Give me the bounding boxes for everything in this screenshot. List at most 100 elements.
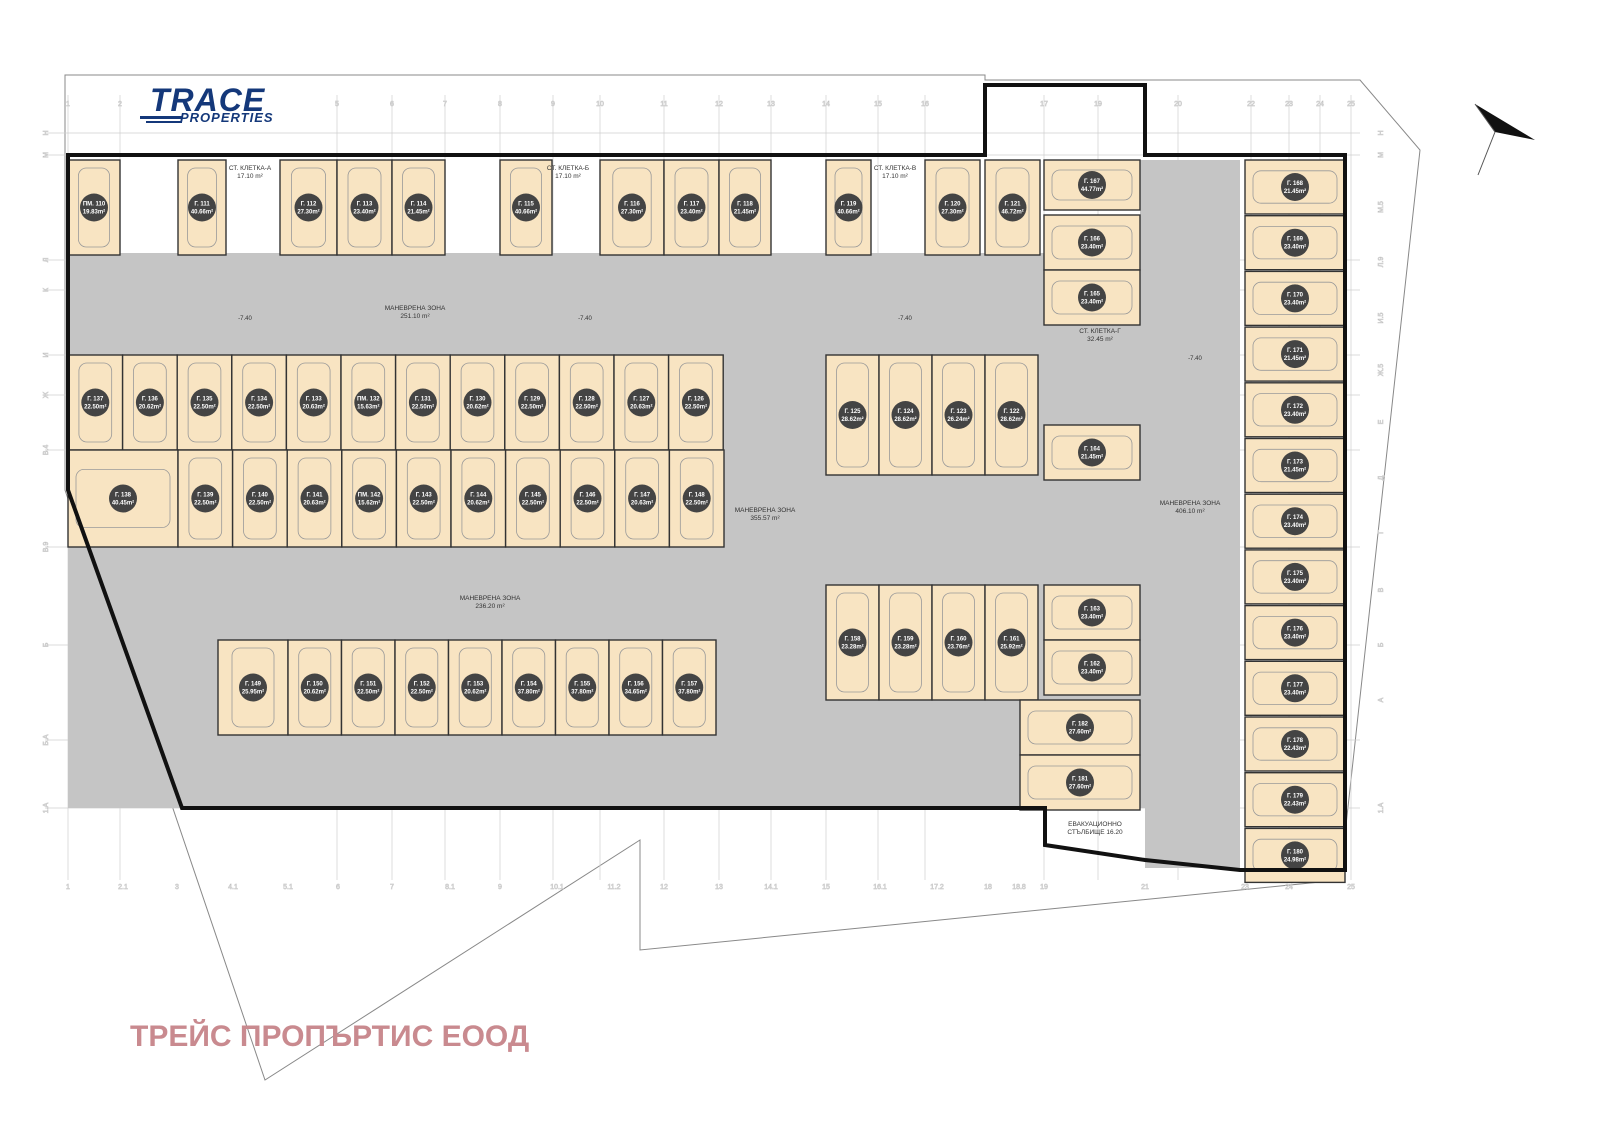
spot-number: Г. 154 [521,682,538,688]
spot-badge [300,484,329,513]
logo-subtitle: PROPERTIES [180,110,274,125]
spot-area: 23.40m² [1284,578,1306,585]
spot-badge [838,401,867,429]
spot-number: Г. 162 [1084,662,1101,668]
spot-area: 22.50m² [84,404,106,411]
spot-badge [573,484,602,513]
spot-badge [514,673,543,702]
spot-badge [299,388,328,417]
spot-area: 22.50m² [193,404,215,411]
spot-number: Г. 117 [684,202,700,208]
grid-label-top: 24 [1316,101,1324,108]
spot-area: 22.43m² [1284,745,1306,752]
grid-label-bottom: 9 [498,884,502,891]
spot-number: Г. 156 [628,682,645,688]
grid-label-left: Ж [43,391,50,398]
spot-badge [997,401,1026,429]
spot-area: 20.62m² [304,689,326,696]
grid-label-bottom: 23 [1241,884,1249,891]
spot-number: Г. 120 [945,202,962,208]
grid-label-top: 20 [1174,101,1182,108]
grid-label-top: 12 [715,101,723,108]
spot-area: 21.45m² [1284,188,1306,195]
spot-area: 20.62m² [466,404,488,411]
spot-area: 23.28m² [894,644,916,651]
spot-number: Г. 166 [1084,237,1101,243]
